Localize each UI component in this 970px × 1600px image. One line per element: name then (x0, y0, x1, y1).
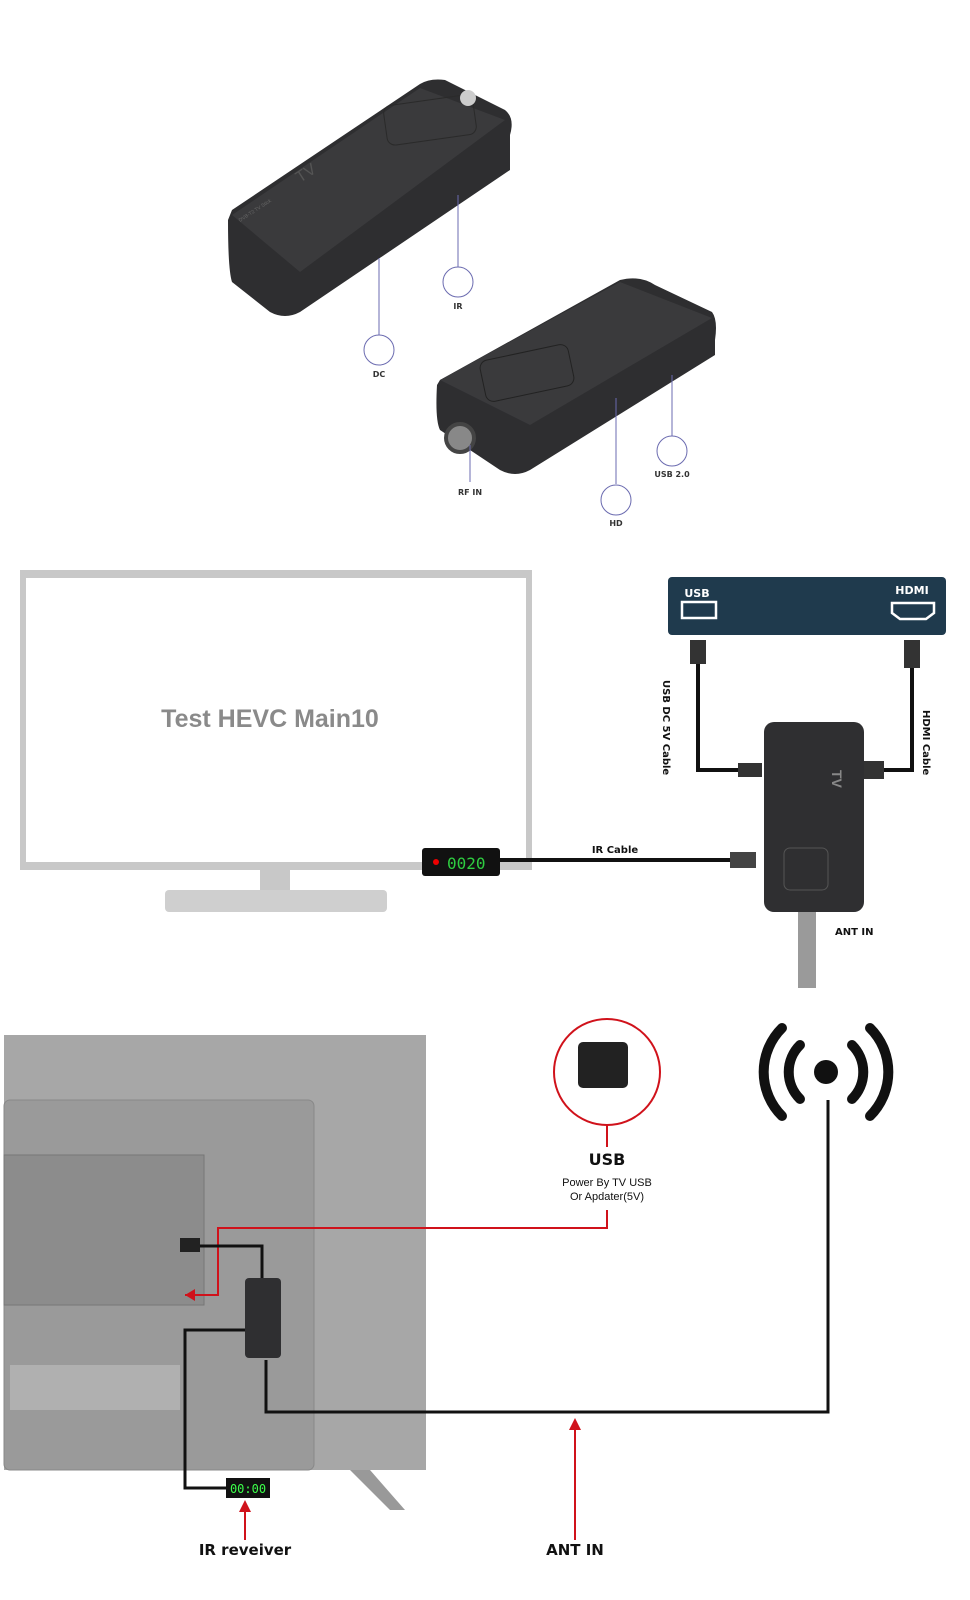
port-label-ir: IR (453, 302, 462, 311)
hdmi-port-icon (890, 601, 936, 621)
rear-ir-display-value: 00:00 (230, 1482, 266, 1496)
tv-front (20, 570, 532, 912)
tv-port-hdmi-label: HDMI (895, 584, 928, 597)
ant-in-label-top: ANT IN (835, 927, 874, 938)
ir-led-icon (433, 859, 439, 865)
usb-port-icon (680, 600, 718, 620)
rear-cables (183, 1100, 830, 1490)
usb-cable-label: USB DC 5V Cable (660, 680, 671, 775)
ir-receiver-label: IR reveiver (199, 1541, 292, 1559)
usb-power-desc-2: Or Apdater(5V) (570, 1191, 644, 1203)
port-label-rf-in: RF IN (458, 488, 482, 497)
port-label-hd: HD (609, 519, 623, 528)
rear-ir-display (226, 1478, 270, 1498)
tv-stick-device (764, 722, 864, 912)
device-top-view (228, 79, 512, 316)
tv-cables (696, 660, 914, 772)
port-callouts (363, 195, 688, 516)
tv-port-usb-label: USB (684, 587, 709, 600)
stick-brand: TV (829, 770, 845, 789)
ant-in-label-bottom: ANT IN (546, 1541, 604, 1559)
ir-display-value: 0020 (447, 854, 486, 873)
hdmi-cable-label: HDMI Cable (920, 710, 931, 775)
port-label-dc: DC (373, 370, 386, 379)
usb-power-desc-1: Power By TV USB (562, 1177, 652, 1189)
usb-power-title: USB (589, 1150, 626, 1169)
antenna-signal-icon (758, 1023, 894, 1121)
ir-cable-label: IR Cable (592, 845, 639, 856)
port-label-usb: USB 2.0 (654, 470, 690, 479)
ir-receiver-display (422, 848, 500, 876)
tv-port-panel (668, 577, 946, 635)
usb-power-line (185, 1210, 608, 1296)
antenna-cable (798, 912, 816, 988)
power-adapter-icon (578, 1042, 628, 1088)
rear-tv-stick (245, 1278, 281, 1358)
device-front-view (436, 278, 716, 474)
tv-screen-text: Test HEVC Main10 (161, 705, 379, 733)
tv-rear (3, 1035, 426, 1510)
